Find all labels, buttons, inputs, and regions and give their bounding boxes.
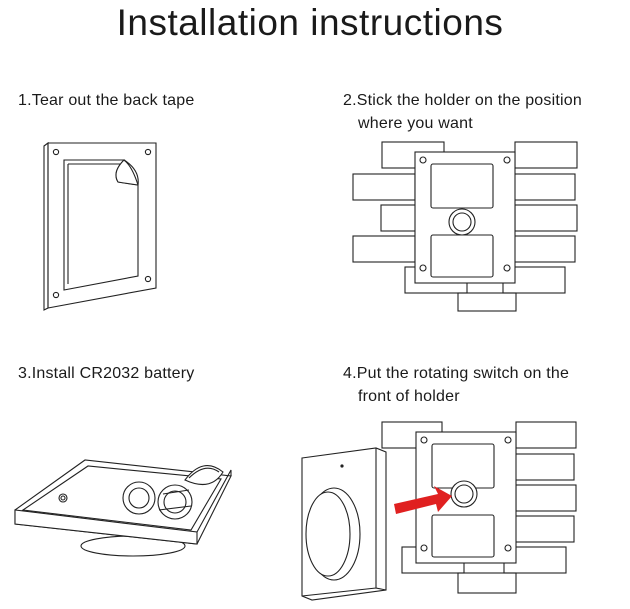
switch-to-holder-illustration <box>301 421 577 601</box>
step-1-text: 1.Tear out the back tape <box>18 92 195 109</box>
step-3-text: 3.Install CR2032 battery <box>18 365 195 382</box>
step-1-caption: 1.Tear out the back tape <box>18 89 194 112</box>
red-arrow <box>394 486 452 514</box>
step-2-caption: 2.Stick the holder on the position where… <box>343 89 582 135</box>
step-2-text-cont: where you want <box>358 115 473 132</box>
switch-base <box>14 459 232 557</box>
battery-install-illustration <box>14 459 232 557</box>
step-4-text: 4.Put the rotating switch on the <box>343 365 570 382</box>
cr2032-battery <box>157 465 224 520</box>
back-tape <box>63 159 139 291</box>
wall-holder <box>414 151 516 284</box>
indicator-dot <box>340 464 344 468</box>
step-2-text: 2.Stick the holder on the position <box>343 92 582 109</box>
rotating-switch <box>301 447 387 601</box>
step-4-text-cont: front of holder <box>358 388 460 405</box>
tape-curl <box>115 159 139 186</box>
step-3-caption: 3.Install CR2032 battery <box>18 362 194 385</box>
holder-on-wall-illustration <box>352 141 578 312</box>
tape-peel-illustration <box>43 141 157 311</box>
step-4-caption: 4.Put the rotating switch on the front o… <box>343 362 569 408</box>
page-title: Installation instructions <box>116 2 504 43</box>
